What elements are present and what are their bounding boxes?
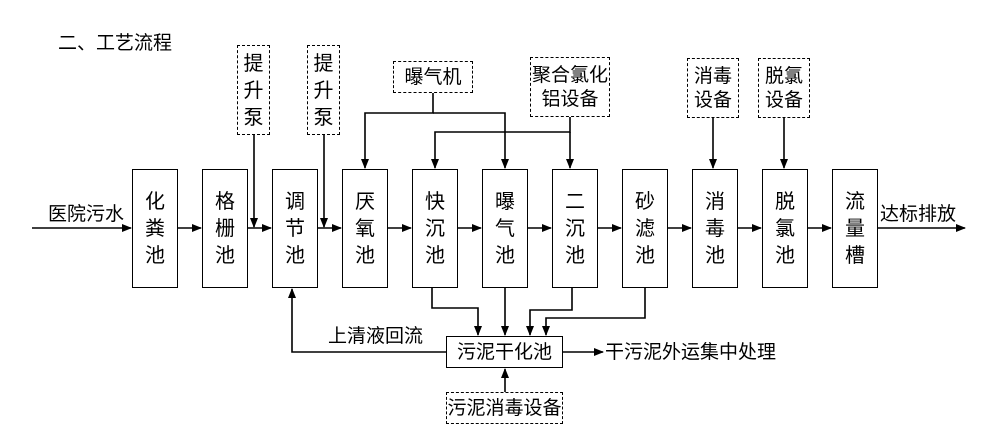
equipment-sludge-disinfection: 污泥消毒设备 [446, 392, 563, 424]
equipment-dechlorination: 脱氯设备 [758, 58, 810, 118]
unit-label: 化粪池 [145, 189, 165, 267]
effluent-label: 达标排放 [880, 203, 957, 225]
sludge-tank-label: 污泥干化池 [456, 341, 552, 363]
equipment-label: 污泥消毒设备 [447, 397, 562, 419]
pac-to-rapid-settling [431, 117, 571, 169]
equipment-label: 提升泵 [313, 50, 334, 129]
unit-equalization-tank: 调节池 [272, 169, 318, 288]
influent-label: 医院污水 [48, 203, 125, 225]
unit-label: 快沉池 [425, 189, 445, 267]
unit-sand-filter: 砂滤池 [622, 169, 668, 288]
blower-to-aeration [433, 112, 509, 169]
blower-to-anaerobic [361, 93, 434, 169]
unit-label: 脱氯池 [775, 189, 795, 267]
sludge-from-sand-filter [542, 288, 646, 336]
equipment-label: 曝气机 [404, 66, 462, 88]
equipment-label: 脱氯设备 [764, 65, 803, 111]
unit-septic-tank: 化粪池 [132, 169, 178, 288]
unit-secondary-clarifier: 二沉池 [552, 169, 598, 288]
unit-label: 二沉池 [565, 189, 585, 267]
sludge-from-rapid-settling [431, 288, 482, 336]
equipment-blower: 曝气机 [393, 61, 473, 93]
sludge-from-clarifier [526, 288, 573, 336]
supernatant-return-label: 上清液回流 [328, 325, 424, 347]
equipment-disinfection: 消毒设备 [687, 58, 739, 118]
unit-anaerobic-tank: 厌氧池 [342, 169, 388, 288]
unit-rapid-settling-tank: 快沉池 [412, 169, 458, 288]
unit-label: 曝气池 [495, 189, 515, 267]
dry-sludge-disposal-label: 干污泥外运集中处理 [605, 341, 777, 363]
unit-label: 砂滤池 [635, 189, 655, 267]
unit-label: 格栅池 [215, 189, 235, 267]
unit-disinfection-tank: 消毒池 [692, 169, 738, 288]
equipment-pac-dosing: 聚合氯化铝设备 [530, 57, 610, 117]
equipment-lift-pump-2: 提升泵 [307, 45, 340, 135]
unit-screen-tank: 格栅池 [202, 169, 248, 288]
unit-flow-trough: 流量槽 [832, 169, 878, 288]
unit-dechlorination-tank: 脱氯池 [762, 169, 808, 288]
unit-label: 消毒池 [705, 189, 725, 267]
unit-aeration-tank: 曝气池 [482, 169, 528, 288]
diagram-title: 二、工艺流程 [58, 32, 173, 54]
equipment-label: 提升泵 [243, 50, 264, 129]
sludge-drying-tank: 污泥干化池 [446, 336, 563, 368]
equipment-label: 聚合氯化铝设备 [532, 64, 609, 110]
unit-label: 厌氧池 [355, 189, 375, 267]
supernatant-return-line [288, 288, 446, 353]
equipment-lift-pump-1: 提升泵 [237, 45, 270, 135]
unit-label: 流量槽 [845, 189, 865, 267]
equipment-label: 消毒设备 [693, 65, 732, 111]
unit-label: 调节池 [285, 189, 305, 267]
